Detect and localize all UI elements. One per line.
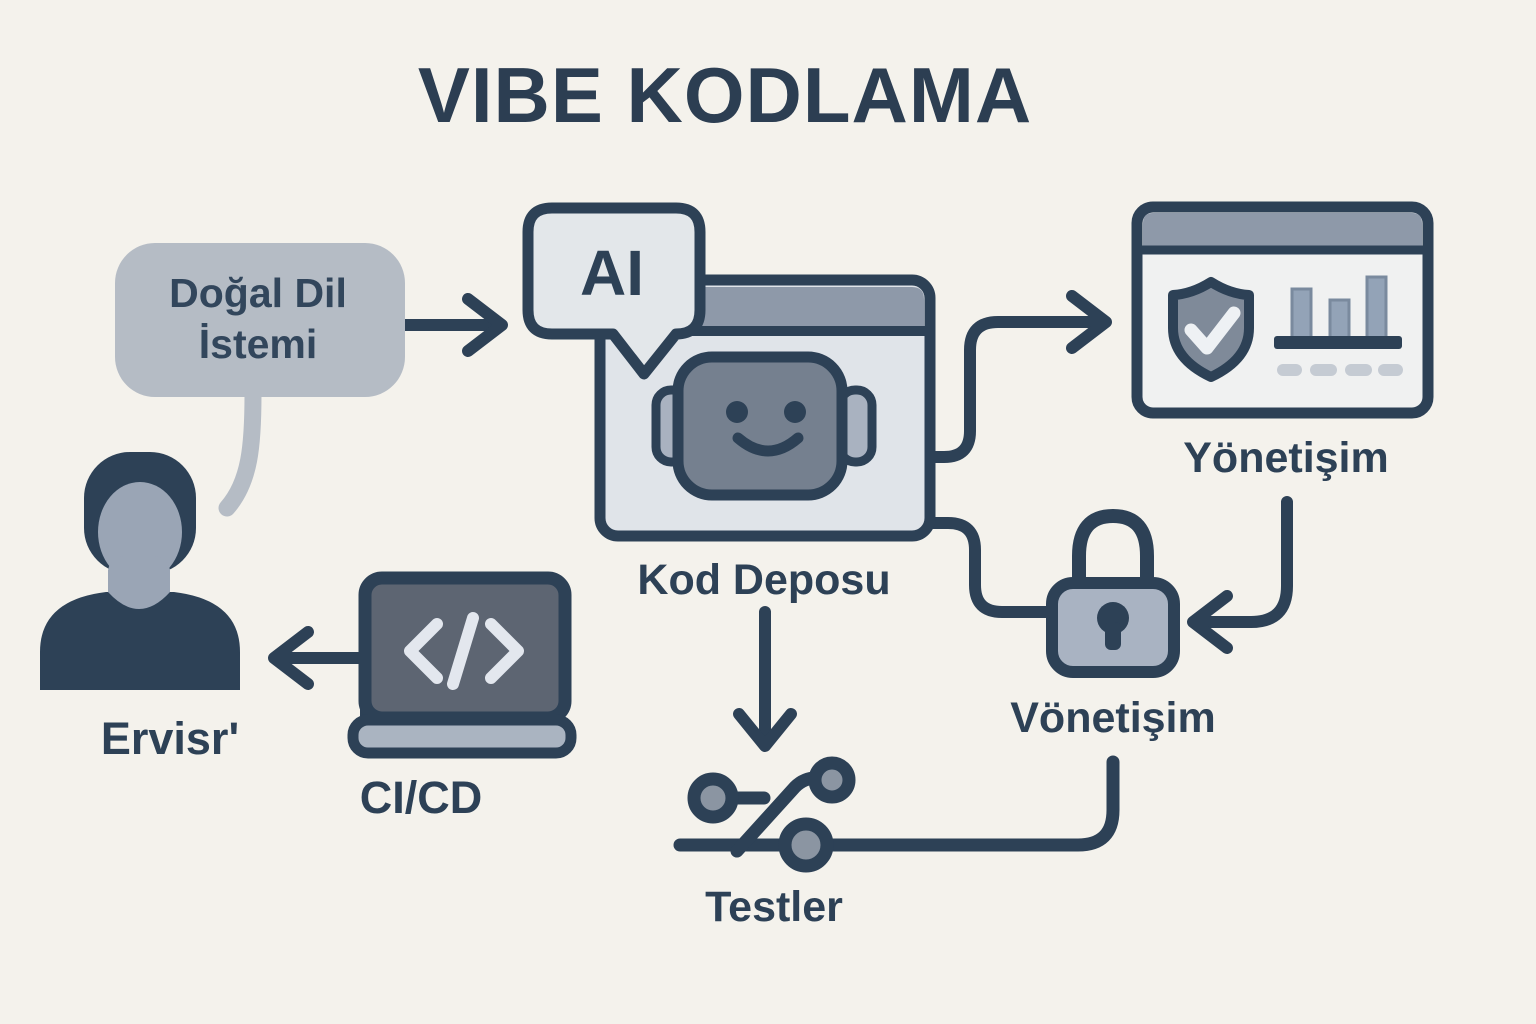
connector-repo-to-lock [924,517,1056,618]
laptop-icon [347,571,577,759]
label-cicd: CI/CD [359,772,483,823]
natural-language-prompt-bubble [115,243,405,397]
developer-shoulders [40,592,240,690]
git-node [687,772,739,824]
window-title-bar [1143,213,1422,246]
arrow-governance-to-lock [1187,496,1293,654]
bar-chart-icon [1274,275,1403,376]
robot-eye-left [726,401,748,423]
ai-chat-bubble [522,202,706,380]
label-developer: Ervisr' [100,713,240,764]
prompt-line-2: İstemi [198,321,318,368]
ai-badge-text: AI [580,237,644,309]
diagram-title: VIBE KODLAMA [417,51,1033,139]
shield-check-icon [1168,277,1254,382]
developer-icon [40,452,240,690]
speech-tail [218,385,262,517]
padlock-shackle [1072,508,1154,588]
developer-collar [108,570,170,609]
robot-smile [732,432,804,457]
arrow-repo-to-tests [733,606,797,752]
git-node [778,817,834,873]
code-icon [404,612,524,690]
keyhole-icon [1097,602,1129,634]
connector-lock-to-tests [673,755,1120,852]
robot-eye-right [784,401,806,423]
arrow-cicd-to-developer [268,626,374,690]
governance-window [1131,201,1434,419]
laptop-base [347,714,577,759]
label-tests: Testler [705,883,843,931]
git-branch-icon [687,756,856,873]
label-governance-dashboard: Yönetişim [1183,434,1389,482]
padlock-icon [1046,508,1180,678]
arrow-repo-to-governance [924,290,1112,463]
label-code-repo: Kod Deposu [637,556,891,604]
robot-icon [651,351,877,501]
check-icon [1184,306,1241,355]
git-node [808,756,856,804]
arrow-prompt-to-ai [397,293,508,357]
prompt-bubble-text: Doğal Dil İstemi [169,268,347,371]
label-governance-lock: Vönetişim [1010,694,1216,742]
prompt-line-1: Doğal Dil [169,270,347,316]
robot-head [672,351,848,501]
